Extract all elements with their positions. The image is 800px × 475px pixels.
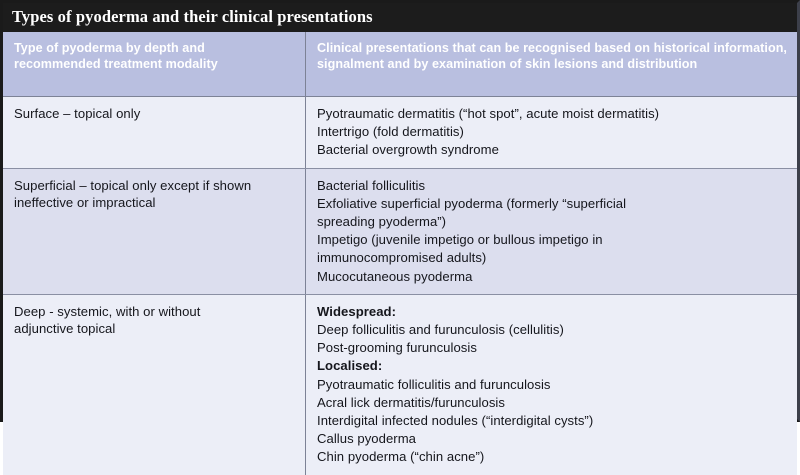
- text-line: Acral lick dermatitis/furunculosis: [317, 394, 505, 410]
- row-presentation-text: Bacterial folliculitis Exfoliative super…: [317, 177, 787, 286]
- text-line-subheading: Localised:: [317, 358, 383, 374]
- text-line: adjunctive topical: [14, 321, 116, 337]
- text-line: Bacterial overgrowth syndrome: [317, 142, 499, 158]
- row-type-text: Superficial – topical only except if sho…: [14, 177, 295, 212]
- header-cell-type: Type of pyoderma by depth and recommende…: [3, 32, 305, 96]
- header-text-presentations: Clinical presentations that can be recog…: [317, 41, 787, 72]
- row-cell-type: Surface – topical only: [3, 97, 305, 168]
- text-line: Superficial – topical only except if sho…: [14, 177, 252, 193]
- table-row: Superficial – topical only except if sho…: [3, 168, 797, 295]
- row-cell-presentations: Pyotraumatic dermatitis (“hot spot”, acu…: [305, 97, 797, 168]
- text-line: ineffective or impractical: [14, 195, 156, 211]
- text-line: Impetigo (juvenile impetigo or bullous i…: [317, 232, 603, 248]
- header-cell-presentations: Clinical presentations that can be recog…: [305, 32, 797, 96]
- row-type-text: Deep - systemic, with or without adjunct…: [14, 303, 295, 338]
- text-line: Exfoliative superficial pyoderma (former…: [317, 195, 627, 211]
- text-line: Interdigital infected nodules (“interdig…: [317, 413, 594, 429]
- table-row: Deep - systemic, with or without adjunct…: [3, 294, 797, 475]
- text-line-subheading: Widespread:: [317, 303, 397, 319]
- row-cell-type: Superficial – topical only except if sho…: [3, 169, 305, 294]
- row-presentation-text: Pyotraumatic dermatitis (“hot spot”, acu…: [317, 105, 787, 160]
- text-line: Chin pyoderma (“chin acne”): [317, 449, 485, 465]
- text-line: Surface – topical only: [14, 106, 141, 121]
- header-line: Clinical presentations that can be recog…: [317, 41, 711, 55]
- text-line: Callus pyoderma: [317, 431, 416, 447]
- figure-title: Types of pyoderma and their clinical pre…: [12, 7, 373, 27]
- table-row: Surface – topical only Pyotraumatic derm…: [3, 97, 797, 169]
- row-cell-type: Deep - systemic, with or without adjunct…: [3, 295, 305, 475]
- text-line: spreading pyoderma”): [317, 214, 447, 230]
- header-line: recommended treatment modality: [14, 56, 218, 71]
- table-header-row: Type of pyoderma by depth and recommende…: [3, 32, 797, 97]
- text-line: Pyotraumatic folliculitis and furunculos…: [317, 376, 551, 392]
- header-line: information, signalment and by examinati…: [317, 41, 787, 71]
- row-cell-presentations: Bacterial folliculitis Exfoliative super…: [305, 168, 797, 294]
- text-line: Intertrigo (fold dermatitis): [317, 124, 464, 140]
- header-line: and distribution: [601, 56, 698, 71]
- text-line: Deep - systemic, with or without: [14, 303, 201, 319]
- row-type-text: Surface – topical only: [14, 105, 295, 123]
- text-line: Bacterial folliculitis: [317, 177, 426, 193]
- header-line: Type of pyoderma by depth and: [14, 41, 205, 55]
- figure-title-bar: Types of pyoderma and their clinical pre…: [3, 3, 797, 32]
- row-cell-presentations: Widespread: Deep folliculitis and furunc…: [305, 294, 797, 475]
- text-line: immunocompromised adults): [317, 250, 487, 266]
- text-line: Pyotraumatic dermatitis (“hot spot”, acu…: [317, 106, 660, 121]
- row-presentation-text: Widespread: Deep folliculitis and furunc…: [317, 303, 787, 467]
- text-line: Mucocutaneous pyoderma: [317, 268, 473, 284]
- table-grid: Type of pyoderma by depth and recommende…: [3, 32, 797, 475]
- text-line: Post-grooming furunculosis: [317, 340, 477, 356]
- text-line: Deep folliculitis and furunculosis (cell…: [317, 322, 564, 338]
- header-text-type: Type of pyoderma by depth and recommende…: [14, 41, 295, 72]
